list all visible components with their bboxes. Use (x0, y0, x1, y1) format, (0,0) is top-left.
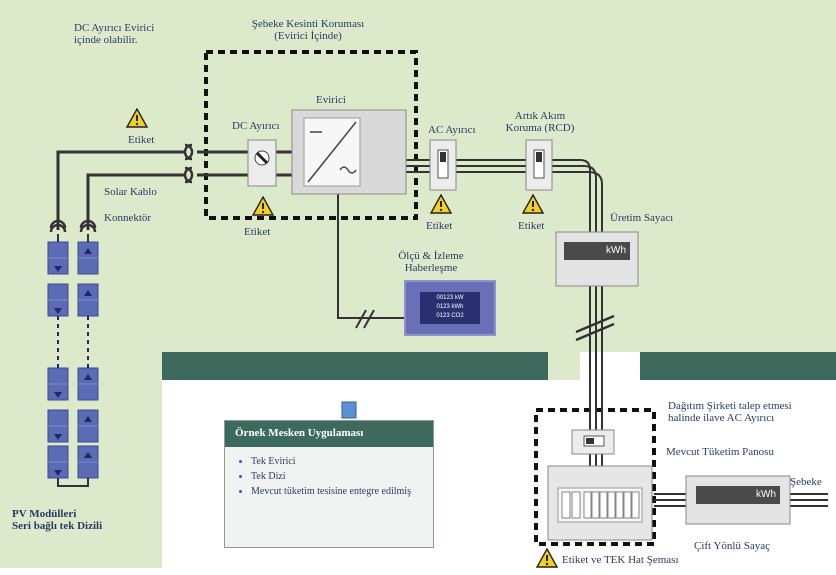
monitoring-device: 00123 kW 0123 kWh 0123 CO2 (404, 280, 496, 336)
dc-isolator-label: DC Ayırıcı (232, 120, 280, 132)
break-marks (575, 314, 615, 342)
monitoring-wire (337, 192, 404, 329)
pv-string-left (47, 234, 69, 479)
inverter-label: Evirici (316, 94, 346, 106)
wall-band-left (162, 352, 548, 380)
dc-isolator-note: DC Ayırıcı Evirici içinde olabilir. (74, 22, 155, 46)
label-tek-diagram: Etiket ve TEK Hat Şeması (562, 554, 679, 566)
rcd-label: Artık Akım Koruma (RCD) (505, 110, 575, 134)
consumer-panel-boundary (534, 408, 656, 546)
warning-icon (522, 194, 544, 214)
utility-note: Dağıtım Şirketi talep etmesi halinde ila… (668, 400, 792, 424)
ac-isolator-label: AC Ayırıcı (428, 124, 476, 136)
monitoring-display: 00123 kW 0123 kWh 0123 CO2 (420, 292, 480, 324)
pv-modules-label: PV Modülleri Seri bağlı tek Dizili (12, 508, 103, 532)
connector-label: Konnektör (104, 212, 152, 224)
display-line: 0123 CO2 (436, 313, 464, 319)
pv-string-right (57, 234, 99, 487)
meter-unit: kWh (756, 489, 776, 500)
production-meter-label: Üretim Sayacı (610, 212, 674, 224)
house-marker (341, 401, 357, 419)
panel-to-grid-wires (654, 493, 828, 507)
example-info-box: Örnek Mesken Uygulaması Tek Evirici Tek … (224, 420, 434, 548)
additional-ac-isolator (571, 429, 615, 455)
solar-cable-label: Solar Kablo (104, 186, 157, 198)
info-box-list: Tek Evirici Tek Dizi Mevcut tüketim tesi… (225, 455, 433, 498)
bidirectional-meter-display: kWh (696, 486, 780, 504)
wall-band-right (640, 352, 836, 380)
consumer-panel (547, 465, 653, 541)
display-line: 00123 kW (436, 295, 464, 301)
ac-isolator-switch (429, 139, 457, 191)
list-item: Tek Evirici (251, 455, 433, 468)
label-tag-rcd: Etiket (518, 220, 545, 232)
meter-unit: kWh (606, 245, 626, 256)
grid-protection-label: Şebeke Kesinti Koruması (Evirici İçinde) (251, 18, 365, 42)
dc-connectors (183, 143, 194, 184)
rcd-switch (525, 139, 553, 191)
warning-icon (430, 194, 452, 214)
label-tag-top: Etiket (128, 134, 155, 146)
label-tag-ac: Etiket (426, 220, 453, 232)
inverter (291, 109, 407, 195)
warning-icon (252, 196, 274, 216)
list-item: Mevcut tüketim tesisine entegre edilmiş (251, 485, 433, 498)
label-tag-inverter: Etiket (244, 226, 271, 238)
bidirectional-meter-label: Çift Yönlü Sayaç (694, 540, 770, 552)
display-line: 0123 kWh (436, 304, 464, 310)
monitoring-label: Ölçü & İzleme Haberleşme (398, 250, 464, 274)
grid-label: Şebeke (790, 476, 822, 488)
info-box-title: Örnek Mesken Uygulaması (225, 421, 433, 447)
warning-icon (126, 108, 148, 128)
dc-to-inverter-wires (276, 150, 292, 177)
list-item: Tek Dizi (251, 470, 433, 483)
string-connectors (49, 219, 97, 233)
consumer-panel-label: Mevcut Tüketim Panosu (666, 446, 774, 458)
dc-isolator-switch (247, 139, 277, 187)
production-meter-display: kWh (564, 242, 630, 260)
warning-icon (536, 548, 558, 568)
dc-wires (56, 150, 248, 230)
ac-bus (406, 159, 603, 466)
grid-protection-boundary (204, 50, 418, 220)
